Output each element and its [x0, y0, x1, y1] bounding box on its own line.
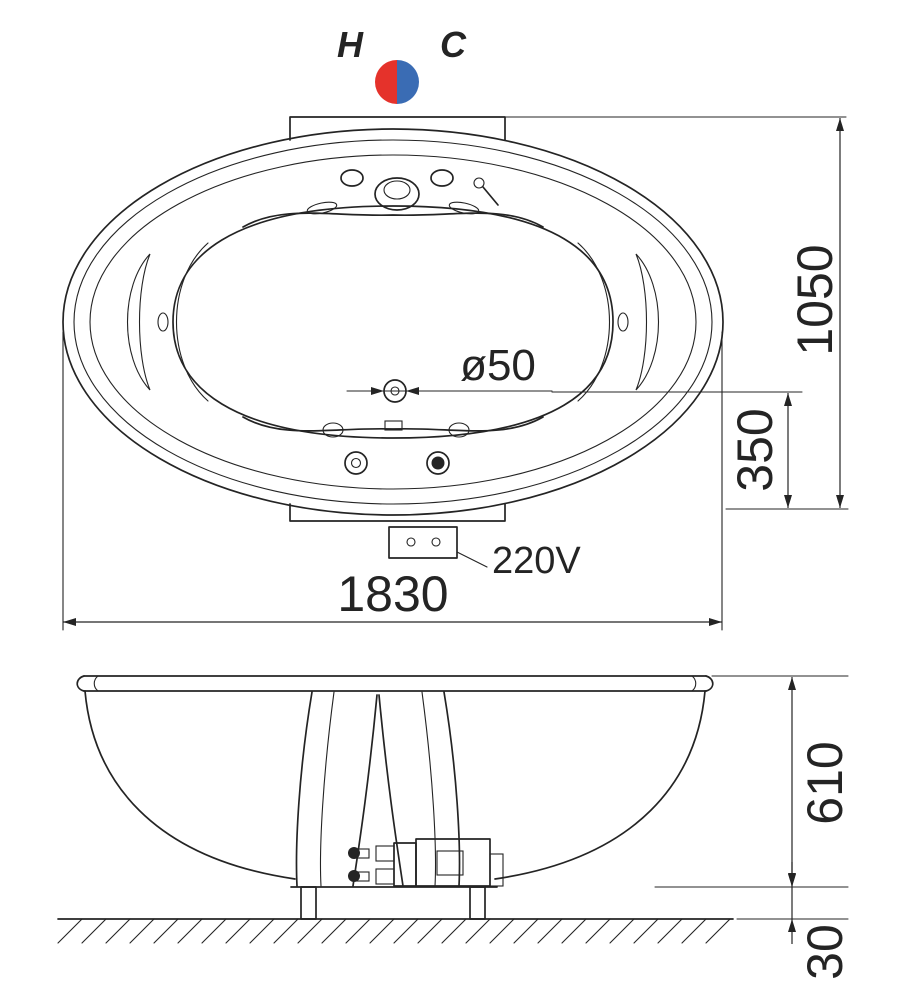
- drain-diameter-label: ø50: [460, 341, 536, 390]
- faucet-hole-left: [340, 169, 364, 187]
- suction-fitting: [344, 451, 368, 475]
- rim-right-cap: [705, 675, 714, 692]
- left-armrest: [127, 253, 151, 391]
- control-fitting-center: [431, 456, 445, 470]
- motor-housing: [415, 838, 491, 887]
- bottom-deck-tab: [289, 503, 506, 522]
- ground-hatching: [57, 918, 731, 944]
- overall-width-dimension: 1830: [337, 566, 448, 622]
- rim-right-curl: [691, 675, 697, 692]
- side-view: [57, 675, 734, 944]
- top-view: ø50 220V: [62, 116, 724, 582]
- pedestal-left-edge: [295, 691, 313, 887]
- hot-cold-indicator: H C: [337, 24, 467, 104]
- right-end-contour: [577, 242, 611, 402]
- junction-box: [388, 526, 458, 559]
- foot-jet-right: [448, 422, 470, 438]
- motor-mount: [489, 853, 504, 887]
- mixer-lever-knob: [473, 177, 485, 189]
- overflow-slot: [384, 420, 403, 431]
- control-fitting: [426, 451, 450, 475]
- overall-depth-dimension: 1050: [787, 244, 843, 355]
- hot-label: H: [337, 24, 364, 65]
- left-end-contour: [175, 242, 209, 402]
- drain-offset-dimension: 350: [727, 408, 783, 491]
- clearance-dimension: 30: [797, 924, 853, 980]
- rim-edge: [73, 139, 713, 505]
- rim-left-cap: [76, 675, 85, 692]
- drain-column-right: [378, 694, 404, 887]
- spout-base: [374, 177, 420, 211]
- power-leader-line: [456, 551, 488, 568]
- pedestal-right-edge: [443, 691, 461, 887]
- drain-arrow-right-icon: [406, 387, 419, 395]
- foot-left: [300, 886, 317, 920]
- foot-right: [469, 886, 486, 920]
- power-label: 220V: [492, 540, 581, 582]
- mixer-lever: [482, 186, 499, 206]
- inner-rim: [89, 154, 697, 490]
- pump-body: [393, 842, 417, 887]
- pump-port-top: [375, 845, 395, 862]
- junction-box-terminal-right: [431, 537, 441, 547]
- top-deck-tab: [289, 116, 506, 141]
- pump-fitting-bottom-icon: [348, 870, 360, 882]
- suction-fitting-center: [350, 457, 362, 469]
- foot-deck-edge: [242, 416, 544, 432]
- deck-recess-left: [306, 201, 338, 215]
- right-side-jet: [617, 312, 629, 332]
- cold-half-icon: [397, 60, 419, 104]
- right-armrest: [635, 253, 659, 391]
- pedestal-right-inner: [421, 691, 437, 887]
- left-side-jet: [157, 312, 169, 332]
- hot-half-icon: [375, 60, 397, 104]
- drain-arrow-left-icon: [371, 387, 384, 395]
- spout-base-inner: [383, 180, 411, 200]
- bowl-left-profile: [84, 690, 296, 880]
- motor-housing-panel: [436, 850, 464, 876]
- pump-fitting-top-icon: [348, 847, 360, 859]
- bowl-right-profile: [494, 690, 706, 880]
- basin-outline: [172, 205, 614, 439]
- outer-rim: [62, 128, 724, 516]
- rim-left-curl: [93, 675, 99, 692]
- deck-recess-right: [448, 201, 480, 215]
- pump-port-bottom: [375, 868, 395, 885]
- pedestal-left-inner: [319, 691, 335, 887]
- faucet-hole-right: [430, 169, 454, 187]
- foot-jet-left: [322, 422, 344, 438]
- cold-label: C: [440, 24, 467, 65]
- height-dimension: 610: [797, 741, 853, 824]
- junction-box-terminal-left: [406, 537, 416, 547]
- faucet-deck-edge: [242, 212, 544, 228]
- dimension-annotations: 1830 1050 350 610 30: [62, 116, 853, 980]
